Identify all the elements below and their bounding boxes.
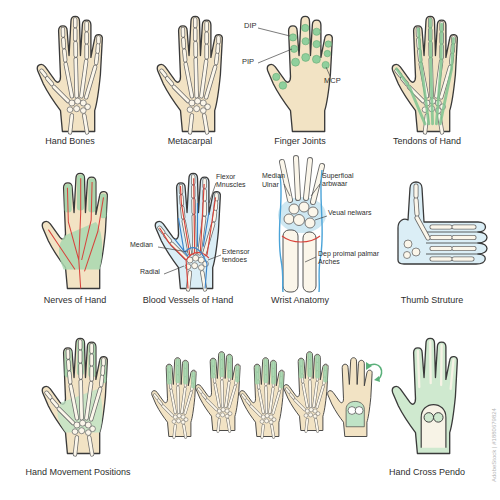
movement-sequence: [152, 352, 382, 437]
leader-lines: [158, 183, 221, 274]
blood-vessels-figure: [155, 173, 220, 289]
artery-lines: [160, 178, 216, 288]
hand-bones: [160, 176, 217, 289]
finger-joints-figure: [267, 16, 332, 131]
hand-skeleton: [240, 358, 285, 437]
watermark: AdobeStock | #1880679824: [491, 322, 498, 482]
metacarpal-bones: [282, 158, 322, 202]
caption: Metacarpal: [125, 137, 255, 147]
hand-bones-figure: [37, 16, 102, 132]
joint-circle: [348, 407, 356, 415]
joint-circle: [355, 407, 363, 415]
hand-skeleton: [392, 16, 457, 132]
caption: Hand Cross Pendo: [362, 468, 492, 478]
callout-label: Veual nelwars: [328, 209, 374, 217]
radius-bone: [283, 230, 298, 292]
vessel-lines: [279, 170, 322, 292]
hand-skeleton: [152, 358, 197, 437]
caption: Hand Movement Positions: [3, 468, 153, 478]
hand-outline: [155, 173, 220, 288]
thumb-figure: [398, 182, 487, 264]
finger-lines: [418, 341, 454, 389]
carpal-bones: [404, 240, 421, 259]
caption: Wrist Anatomy: [235, 296, 365, 306]
palm-shading: [346, 401, 364, 426]
callout-label: PIP: [242, 58, 266, 66]
caption: Tendons of Hand: [362, 137, 492, 147]
section-circle: [424, 413, 434, 423]
movement-figure: [42, 338, 107, 454]
finger-shading: [255, 359, 284, 389]
wrist-figure: [278, 158, 326, 292]
carpal-bones: [284, 202, 318, 228]
thumb-bones: [416, 186, 474, 259]
fist-outline: [398, 182, 487, 264]
callout-label: Median: [262, 172, 298, 180]
caption: Blood Vessels of Hand: [123, 296, 253, 306]
callout-label: Dep proimal palmar Arches: [318, 250, 380, 265]
hand-skeleton: [196, 352, 241, 431]
thumb-bones: [416, 186, 474, 259]
callout-label: MCP: [324, 77, 354, 85]
section-circle: [434, 413, 444, 423]
arrow-heads: [366, 362, 380, 382]
finger-shading: [167, 359, 196, 389]
callout-label: DIP: [244, 22, 268, 30]
hand-outline: [42, 173, 107, 288]
nerve-lines: [48, 178, 103, 288]
cross-section: [421, 405, 446, 448]
caption: Nerves of Hand: [10, 296, 140, 306]
callout-label: Median: [130, 241, 164, 249]
finger-shading: [65, 175, 107, 219]
caption: Finger Joints: [235, 137, 365, 147]
cross-figure: [392, 338, 457, 453]
hand-skeleton: [37, 16, 102, 132]
vein-lines: [175, 203, 209, 289]
callout-label: Superfioal arbwaar: [322, 172, 374, 187]
hand-outline: [328, 358, 373, 437]
callout-label: Flexor Mnuscles: [216, 173, 262, 188]
callout-label: Ulnar: [262, 181, 298, 189]
hand-bones: [47, 341, 104, 454]
hand-outline: [392, 338, 457, 453]
hand-skeleton: [284, 352, 329, 431]
hand-skeleton: [157, 16, 222, 132]
caption: Thumb Struture: [367, 296, 497, 306]
metacarpal-bones: [282, 158, 322, 202]
hand-outline: [267, 16, 332, 131]
callout-label: Radial: [140, 268, 174, 276]
wrist-shading: [278, 197, 326, 233]
arch-line: [282, 236, 320, 242]
caption: Hand Bones: [5, 137, 135, 147]
leader-lines: [258, 28, 330, 76]
callout-label: Extensor tendoes: [222, 248, 266, 263]
hand-outline: [42, 338, 107, 453]
metacarpal-figure: [157, 16, 222, 132]
finger-shading: [211, 353, 240, 383]
nerves-figure: [42, 173, 107, 288]
tendons-figure: [392, 16, 457, 132]
tendon-lines: [397, 19, 454, 124]
finger-shading: [299, 353, 328, 383]
